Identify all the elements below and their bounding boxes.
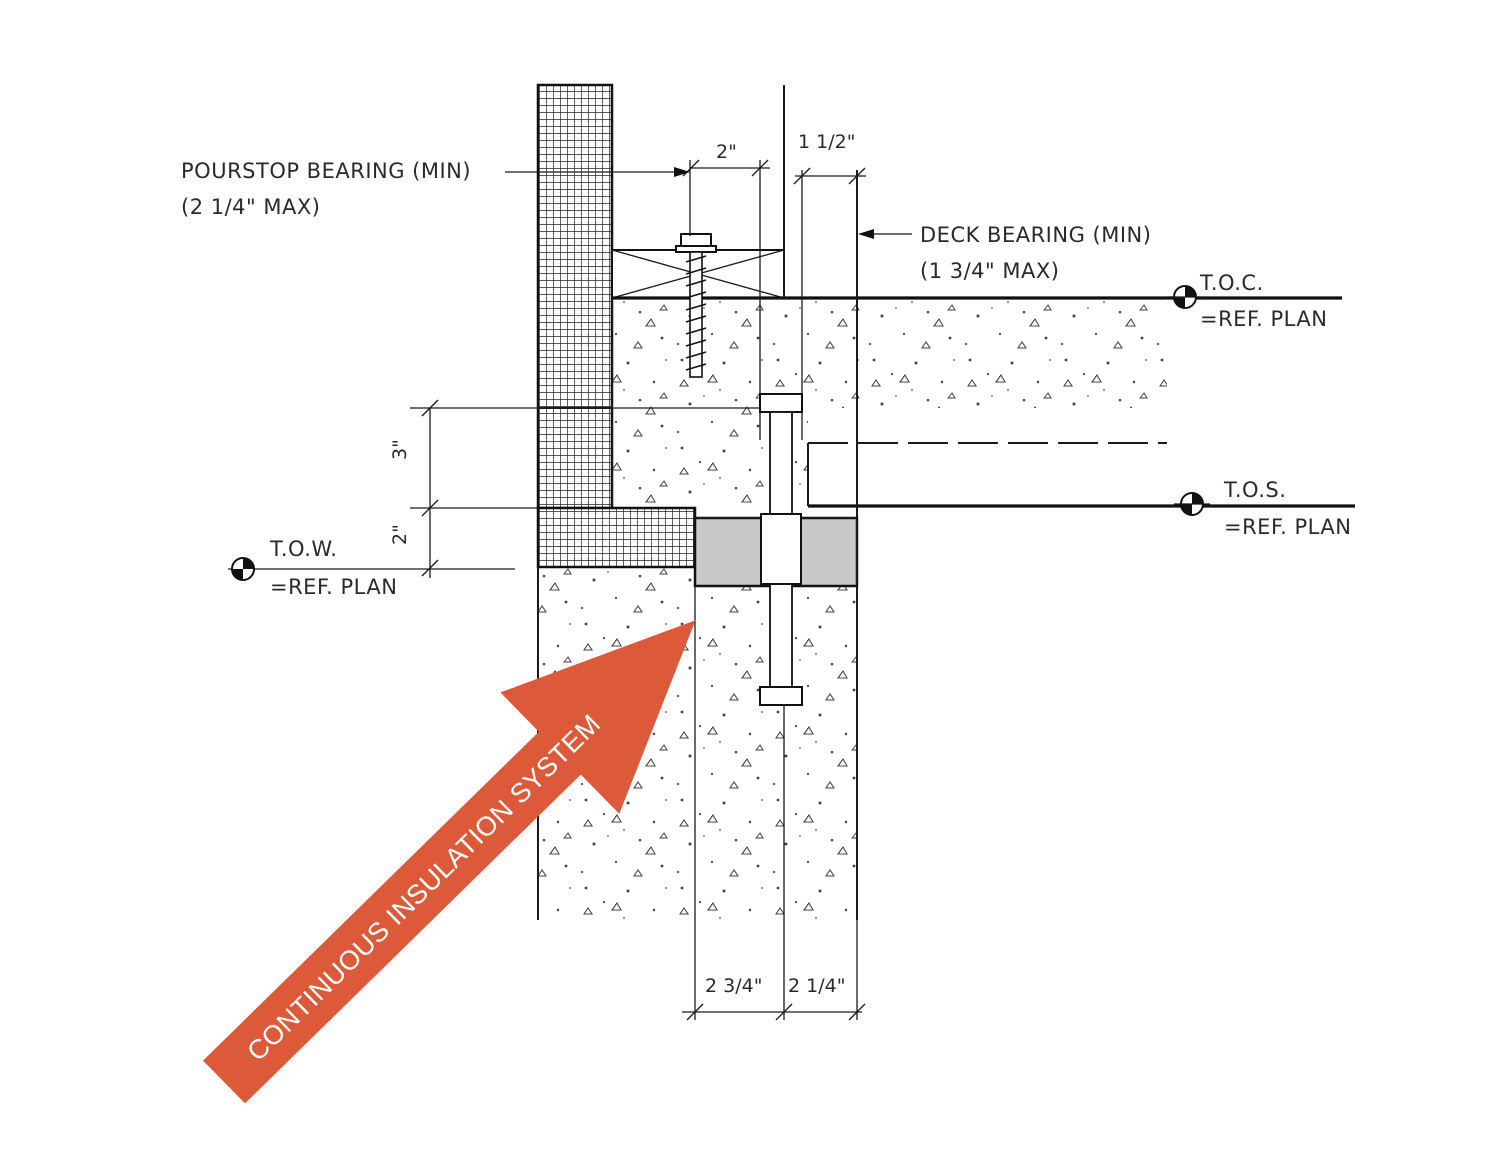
vertical-dimensions: 3" 2" (389, 399, 760, 578)
bottom-right-dim: 2 1/4" (788, 975, 845, 997)
pourstop-dim-text: 2" (716, 141, 737, 163)
elevation-target-icon (231, 557, 255, 581)
screw (675, 233, 717, 378)
tow-marker: T.O.W. =REF. PLAN (228, 537, 515, 599)
deck-dim-text: 1 1/2" (798, 131, 855, 153)
tos-ref-label: =REF. PLAN (1224, 515, 1351, 539)
tow-ref-label: =REF. PLAN (270, 575, 397, 599)
pourstop-bearing-label: POURSTOP BEARING (MIN) (181, 159, 471, 183)
bottom-left-dim: 2 3/4" (705, 975, 762, 997)
tow-label: T.O.W. (269, 537, 337, 561)
anchor-bolt (759, 393, 803, 706)
tos-marker: T.O.S. =REF. PLAN (1174, 478, 1351, 539)
masonry-upper (536, 83, 614, 510)
deck-dimension: 1 1/2" (793, 131, 866, 185)
deck-bearing-label: DECK BEARING (MIN) (920, 223, 1151, 247)
toc-ref-label: =REF. PLAN (1200, 307, 1327, 331)
callout-arrow-shape (203, 620, 696, 1104)
pourstop-dimension: 2" (682, 141, 770, 236)
elevation-target-icon (1167, 285, 1203, 309)
elevation-target-icon (1174, 492, 1210, 516)
masonry-lower (536, 506, 697, 569)
bottom-dimensions: 2 3/4" 2 1/4" (682, 920, 866, 1021)
deck-leader (858, 229, 912, 239)
pourstop-max-label: (2 1/4" MAX) (181, 195, 320, 219)
upper-vertical-dim: 3" (389, 439, 411, 460)
toc-label: T.O.C. (1199, 271, 1264, 295)
toc-marker: T.O.C. =REF. PLAN (1167, 271, 1327, 331)
lower-vertical-dim: 2" (389, 524, 411, 545)
deck-max-label: (1 3/4" MAX) (920, 259, 1059, 283)
pourstop-leader (505, 167, 690, 177)
tos-label: T.O.S. (1223, 478, 1286, 502)
